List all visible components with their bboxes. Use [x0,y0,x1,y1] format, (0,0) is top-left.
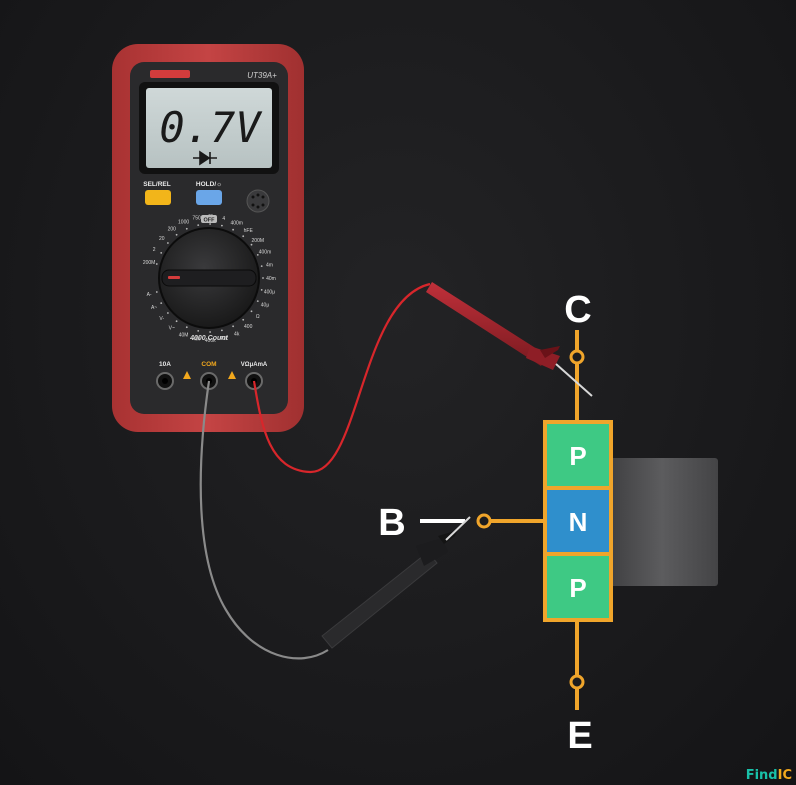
dial-scale-label: 20 [159,236,165,242]
layer-label: N [569,507,588,537]
dial-tick [262,277,264,279]
base-terminal[interactable] [476,513,492,529]
lcd-reading: 0.7V [159,103,263,152]
dial-scale-label: 400k [205,338,216,344]
dial-tick [160,252,163,254]
dial-tick [197,330,200,332]
brand-part2: IC [777,768,792,783]
dial-scale-label: 40k [220,336,229,342]
dial-scale-label: 400 [244,324,253,330]
base-label: B [378,502,405,544]
collector-terminal[interactable] [569,349,585,365]
dial-scale-label: 400m [259,249,272,255]
collector-label: C [564,289,591,331]
dial-knob-bar[interactable] [161,269,257,287]
pnp-transistor: P N P C B E [378,289,718,757]
black-probe-tip [445,516,471,541]
dial-tick [185,227,188,230]
dial-tick [175,233,178,236]
layer-label: P [569,441,586,471]
dial-scale-label: 200M [252,238,265,244]
dial-scale-label: V~ [169,326,175,332]
dial-scale-label: 40M [179,333,189,339]
dial-scale-label: hFE [244,228,254,234]
emitter-label: E [567,715,592,757]
dial-off-badge [201,215,217,223]
emitter-p-layer [543,552,613,622]
multimeter: UT39A+ 0.7V SEL/REL HOLD/☼ 200M 220200100… [112,44,304,432]
brand-part1: Find [745,768,778,783]
count-label: 4000 Count [189,335,228,342]
emitter-terminal[interactable] [569,674,585,690]
dial-tick [167,312,169,314]
dial-tick [167,242,169,244]
warning-icon [228,371,236,379]
dial-scale-label: 4M [193,337,200,343]
diode-symbol-icon [193,150,217,166]
dial-tick [256,300,259,302]
dial-tick [155,291,158,293]
dial-scale-label: 200 [168,226,177,232]
dial-scale-label: 4k [234,332,240,338]
hold-label: HOLD/☼ [196,181,222,188]
dial-off-label: OFF [204,218,216,224]
dial-scale-label: 40μ [261,303,270,309]
lcd-screen [146,88,272,168]
black-probe[interactable] [321,516,471,649]
dial-tick [209,331,212,333]
dial-tick [221,224,223,227]
jack-vohm-label: VΩμAmA [241,362,268,368]
dial-scale-label: 750 [192,215,201,221]
dial-tick [242,235,245,238]
base-n-layer [543,486,613,556]
dial-tick [260,265,263,267]
dial-tick [242,318,245,321]
dial-tick [232,325,235,328]
dial-tick [256,254,259,256]
dial-tick [209,223,212,225]
dial-scale-label: A~ [151,305,157,311]
dial-scale-label: 1000 [178,220,189,226]
dial-tick [250,243,253,246]
dial-tick [155,263,158,265]
dial-scale-label: V- [159,316,164,322]
dial-tick [197,224,200,227]
hold-button[interactable] [196,190,222,205]
dial-tick [185,326,188,329]
dial-pointer [168,276,180,279]
red-lead-wire [252,282,431,474]
dial-tick [160,302,163,304]
jack-10a-label: 10A [159,361,171,368]
meter-logo-strip [150,70,190,78]
red-probe[interactable] [426,282,593,397]
meter-model: UT39A+ [247,71,277,80]
dial-tick [175,320,178,323]
layer-label: P [569,573,586,603]
dial-tick [221,329,223,332]
hfe-socket [246,189,270,213]
heatsink [606,458,718,586]
dial-scale-label: 4 [222,216,225,222]
red-test-lead [252,282,593,474]
warning-icon [183,371,191,379]
dial-scale-label: 40m [266,276,276,282]
dial-scale-label: 400μ [264,290,275,296]
jack-com-label: COM [201,361,216,368]
red-probe-tip [555,363,593,397]
dial-scale-label: 2 [153,247,156,253]
dial-scale-label: 400m [230,221,243,227]
black-lead-wire [199,380,329,660]
sel-rel-label: SEL/REL [143,181,170,188]
dial-tick [260,289,263,291]
dial-scale-label: 4m [266,262,273,268]
black-test-lead [199,380,471,660]
dial-scale-label: Ω [256,314,260,320]
dial-scale-label: A- [147,292,152,298]
dial-tick [232,228,235,231]
dial-tick [250,310,253,313]
sel-rel-button[interactable] [145,190,171,205]
dial-scale-label: 200M [143,260,156,266]
brand-watermark: FindIC [746,768,792,783]
